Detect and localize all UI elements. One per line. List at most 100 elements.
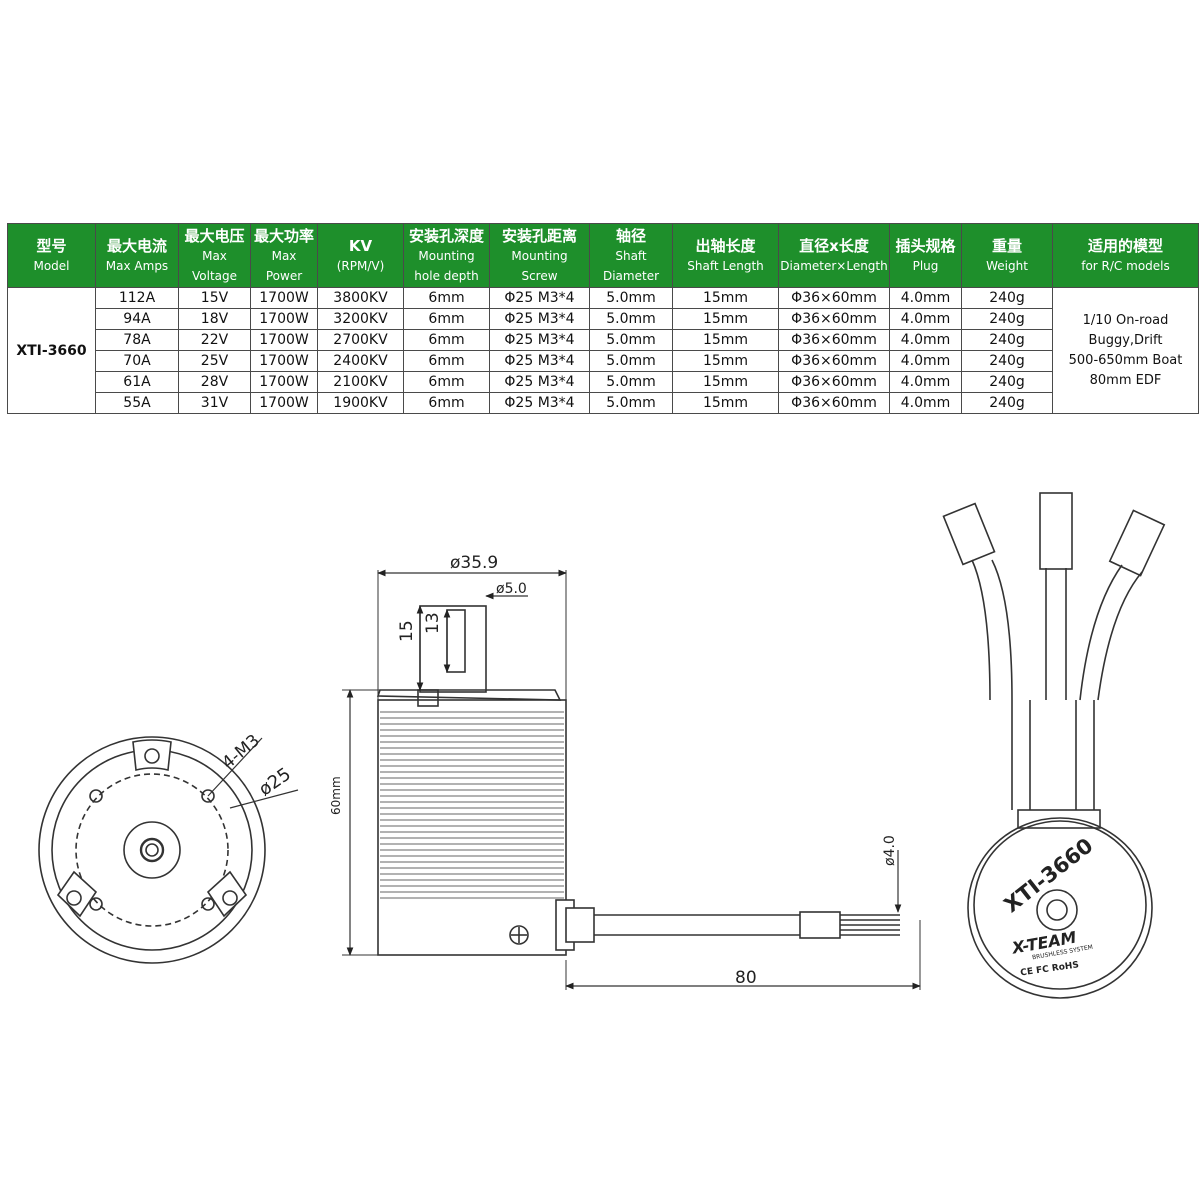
table-cell: 4.0mm <box>889 371 962 393</box>
table-cell: 240g <box>961 371 1053 393</box>
table-cell: 15mm <box>672 329 779 351</box>
dim-length-label: 60mm <box>329 776 343 815</box>
model-cell: XTI-3660 <box>7 287 96 414</box>
table-cell: 2100KV <box>317 371 404 393</box>
table-cell: 6mm <box>403 308 490 330</box>
table-cell: 15V <box>178 287 251 309</box>
table-cell: 240g <box>961 287 1053 309</box>
table-cell: 28V <box>178 371 251 393</box>
table-cell: 1700W <box>250 392 318 414</box>
table-cell: 6mm <box>403 392 490 414</box>
table-cell: 4.0mm <box>889 350 962 372</box>
table-cell: Φ25 M3*4 <box>489 350 590 372</box>
table-cell: Φ25 M3*4 <box>489 329 590 351</box>
table-cell: 240g <box>961 392 1053 414</box>
table-cell: 18V <box>178 308 251 330</box>
table-cell: Φ25 M3*4 <box>489 287 590 309</box>
dim-shaft-label: ø5.0 <box>496 581 527 597</box>
table-cell: Φ36×60mm <box>778 392 890 414</box>
table-cell: 6mm <box>403 329 490 351</box>
table-cell: 6mm <box>403 287 490 309</box>
table-cell: 15mm <box>672 350 779 372</box>
table-cell: 5.0mm <box>589 329 673 351</box>
table-cell: Φ25 M3*4 <box>489 392 590 414</box>
table-cell: 112A <box>95 287 179 309</box>
dim-diameter-label: ø35.9 <box>450 553 498 573</box>
table-cell: Φ36×60mm <box>778 308 890 330</box>
table-cell: Φ25 M3*4 <box>489 308 590 330</box>
dim-hole-depth-label: 13 <box>423 612 443 634</box>
table-cell: Φ36×60mm <box>778 350 890 372</box>
table-cell: 5.0mm <box>589 371 673 393</box>
dim-plug-label: ø4.0 <box>882 835 898 866</box>
table-cell: 4.0mm <box>889 329 962 351</box>
table-body: XTI-3660 112A 15V 1700W 3800KV 6mm Φ25 M… <box>7 287 1199 414</box>
side-view <box>342 569 921 990</box>
front-view <box>38 736 299 964</box>
table-cell: 240g <box>961 350 1053 372</box>
application-line: 1/10 On-road <box>1082 312 1169 328</box>
motor-drawing: 4-M3 ø25 ø35.9 ø5.0 15 13 60mm ø4.0 <box>38 492 1166 999</box>
table-cell: 3800KV <box>317 287 404 309</box>
table-cell: 25V <box>178 350 251 372</box>
rear-view <box>942 492 1166 999</box>
table-cell: 15mm <box>672 287 779 309</box>
table-cell: 3200KV <box>317 308 404 330</box>
table-cell: Φ36×60mm <box>778 287 890 309</box>
table-cell: 15mm <box>672 371 779 393</box>
table-cell: 2700KV <box>317 329 404 351</box>
table-cell: 22V <box>178 329 251 351</box>
table-cell: 240g <box>961 329 1053 351</box>
table-cell: 4.0mm <box>889 287 962 309</box>
table-cell: 1700W <box>250 287 318 309</box>
table-cell: 1700W <box>250 308 318 330</box>
table-cell: 4.0mm <box>889 308 962 330</box>
table-cell: 5.0mm <box>589 350 673 372</box>
table-cell: 61A <box>95 371 179 393</box>
table-cell: 6mm <box>403 350 490 372</box>
table-cell: 31V <box>178 392 251 414</box>
table-cell: 94A <box>95 308 179 330</box>
cert-marks: CE FC RoHS <box>1020 960 1080 978</box>
application-cell: 1/10 On-road Buggy,Drift 500-650mm Boat … <box>1052 287 1199 414</box>
table-cell: 1700W <box>250 371 318 393</box>
table-cell: 15mm <box>672 308 779 330</box>
dim-shaft-length-label: 15 <box>397 620 417 642</box>
table-cell: 78A <box>95 329 179 351</box>
table-cell: 4.0mm <box>889 392 962 414</box>
table-cell: 55A <box>95 392 179 414</box>
table-cell: Φ36×60mm <box>778 329 890 351</box>
table-cell: 2400KV <box>317 350 404 372</box>
dim-wire-label: 80 <box>735 968 757 988</box>
dim-mount-label: 4-M3 <box>218 731 263 774</box>
table-row: XTI-3660 112A 15V 1700W 3800KV 6mm Φ25 M… <box>7 287 1199 414</box>
table-cell: 15mm <box>672 392 779 414</box>
table-cell: 5.0mm <box>589 392 673 414</box>
header-kv: KV(RPM/V) <box>317 223 404 288</box>
application-line: Buggy,Drift <box>1088 332 1163 348</box>
table-cell: 6mm <box>403 371 490 393</box>
table-cell: 5.0mm <box>589 308 673 330</box>
table-cell: 1700W <box>250 329 318 351</box>
table-cell: 1900KV <box>317 392 404 414</box>
table-cell: Φ25 M3*4 <box>489 371 590 393</box>
application-line: 500-650mm Boat <box>1068 352 1183 368</box>
table-cell: 1700W <box>250 350 318 372</box>
table-cell: 240g <box>961 308 1053 330</box>
